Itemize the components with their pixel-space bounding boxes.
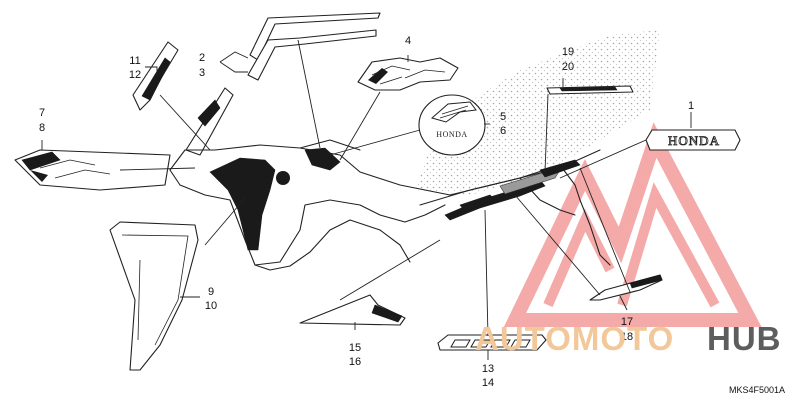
side-panel-dark [209,157,276,251]
emblem-text: HONDA [436,130,467,139]
part-africa-twin-decal [357,57,459,91]
callout-11: 11 [129,55,140,67]
watermark-logo [503,122,762,327]
part-honda-logo: HONDA [645,129,741,151]
callout-labels: 1 2 3 4 5 6 7 8 9 10 11 12 13 14 15 16 1… [39,35,694,389]
shaded-region [415,30,660,195]
callout-9: 9 [208,286,214,298]
motorcycle-body [169,87,611,271]
watermark-text: AUTOMOTO HUB [475,320,782,357]
callout-3: 3 [199,67,205,79]
part-displacement-badge [437,334,547,351]
callout-2: 2 [199,52,205,64]
part-arrow-decal [589,274,663,301]
callout-6: 6 [500,125,506,137]
callout-14: 14 [482,377,494,389]
callout-1: 1 [688,100,694,112]
part-shroud-decal [109,221,199,371]
callout-19: 19 [562,46,574,58]
part-wing-emblem: HONDA [418,94,486,156]
part-long-stripe [546,85,634,95]
callout-15: 15 [349,342,361,354]
part-side-decal [14,149,171,191]
callout-18: 18 [621,331,633,343]
fuel-cap [276,171,290,185]
windscreen [185,87,234,156]
part-triangle-decal [299,294,406,326]
watermark-hub: HUB [707,320,782,357]
diagram-code: MKS4F5001A [729,385,785,395]
leader-lines [41,39,692,360]
callout-20: 20 [562,61,574,73]
callout-10: 10 [205,300,217,312]
callout-13: 13 [482,363,494,375]
callout-16: 16 [349,356,361,368]
callout-8: 8 [39,122,45,134]
watermark-auto: AUTOMOTO [475,320,674,357]
callout-5: 5 [500,111,506,123]
callout-17: 17 [621,316,633,328]
callout-12: 12 [129,69,141,81]
callout-7: 7 [39,107,45,119]
callout-4: 4 [405,35,411,47]
honda-logo-text: HONDA [668,133,720,148]
part-stripe-upper [247,12,381,81]
